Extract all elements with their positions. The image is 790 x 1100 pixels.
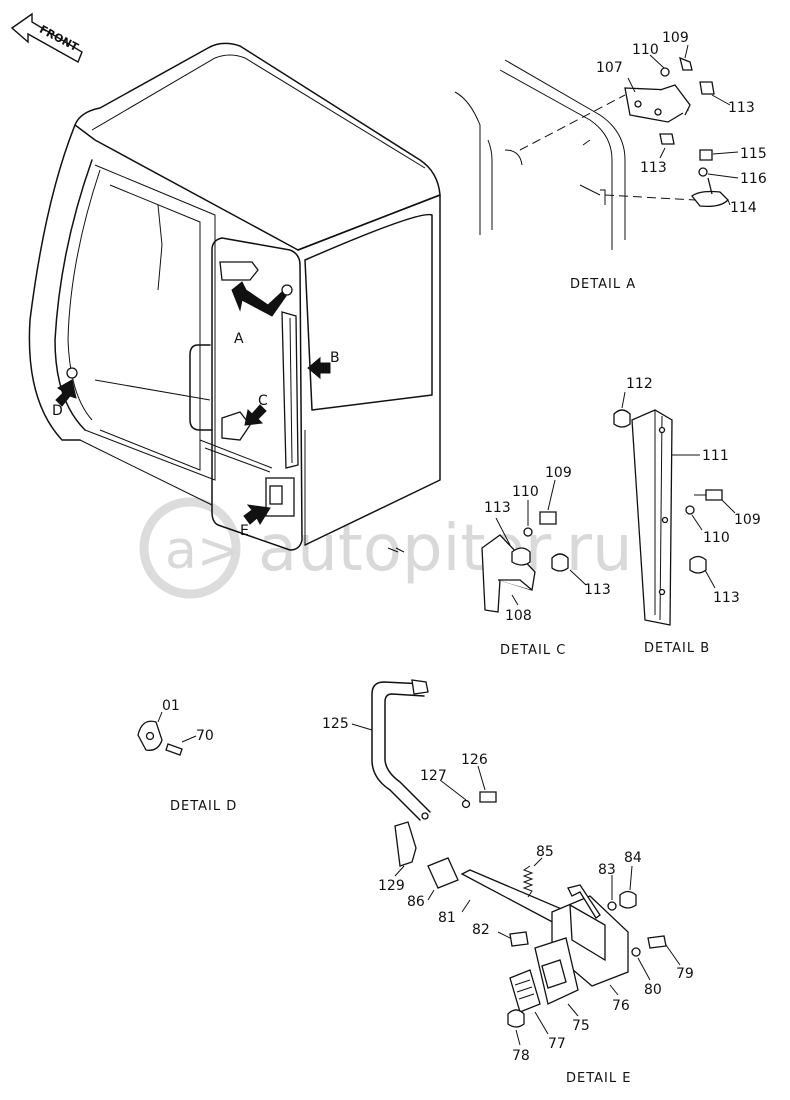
part-84: 84	[624, 850, 642, 866]
part-127: 127	[420, 768, 447, 784]
part-83: 83	[598, 862, 616, 878]
part-75: 75	[572, 1018, 590, 1034]
part-110-c: 110	[512, 484, 539, 500]
part-115: 115	[740, 146, 767, 162]
detail-a	[454, 44, 739, 250]
part-114: 114	[730, 200, 757, 216]
part-110-a: 110	[632, 42, 659, 58]
part-77: 77	[548, 1036, 566, 1052]
part-113-a: 113	[728, 100, 755, 116]
cab-assembly	[28, 42, 441, 553]
part-108: 108	[505, 608, 532, 624]
detail-b	[613, 391, 736, 626]
part-113-d: 113	[484, 500, 511, 516]
part-109-b: 109	[734, 512, 761, 528]
part-70: 70	[196, 728, 214, 744]
part-80: 80	[644, 982, 662, 998]
detail-c	[481, 479, 587, 613]
part-110-b: 110	[703, 530, 730, 546]
arrow-c-label: C	[258, 393, 268, 409]
part-113-e: 113	[584, 582, 611, 598]
detail-d-caption: DETAIL D	[170, 799, 237, 814]
watermark-logo-glyph: a>	[165, 521, 240, 581]
watermark: a> autopiter.ru	[139, 497, 633, 599]
part-109-a: 109	[662, 30, 689, 46]
part-111: 111	[702, 448, 729, 464]
part-113-b: 113	[640, 160, 667, 176]
part-82: 82	[472, 922, 490, 938]
arrow-b-icon	[307, 356, 331, 380]
part-86: 86	[407, 894, 425, 910]
front-direction-arrow: FRONT	[10, 12, 83, 64]
part-129: 129	[378, 878, 405, 894]
arrow-e-icon	[243, 504, 271, 526]
watermark-text: autopiter.ru	[258, 512, 633, 586]
arrow-d-label: D	[52, 403, 63, 419]
callout-arrows: A B C D E	[52, 281, 340, 539]
arrow-a-icon	[231, 281, 287, 317]
detail-c-caption: DETAIL C	[500, 643, 566, 658]
part-109-c: 109	[545, 465, 572, 481]
part-78: 78	[512, 1048, 530, 1064]
part-126: 126	[461, 752, 488, 768]
part-79: 79	[676, 966, 694, 982]
arrow-d-icon	[55, 379, 77, 407]
arrow-b-label: B	[330, 350, 340, 366]
detail-b-caption: DETAIL B	[644, 641, 710, 656]
arrow-c-icon	[244, 404, 267, 426]
part-81: 81	[438, 910, 456, 926]
part-01: 01	[162, 698, 180, 714]
part-76: 76	[612, 998, 630, 1014]
arrow-e-label: E	[240, 523, 249, 539]
detail-e	[351, 679, 681, 1046]
arrow-a-label: A	[234, 331, 244, 347]
part-107: 107	[596, 60, 623, 76]
part-85: 85	[536, 844, 554, 860]
part-113-c: 113	[713, 590, 740, 606]
part-116: 116	[740, 171, 767, 187]
detail-e-caption: DETAIL E	[566, 1071, 631, 1086]
detail-d	[137, 711, 197, 756]
part-125: 125	[322, 716, 349, 732]
detail-a-caption: DETAIL A	[570, 277, 636, 292]
part-112: 112	[626, 376, 653, 392]
